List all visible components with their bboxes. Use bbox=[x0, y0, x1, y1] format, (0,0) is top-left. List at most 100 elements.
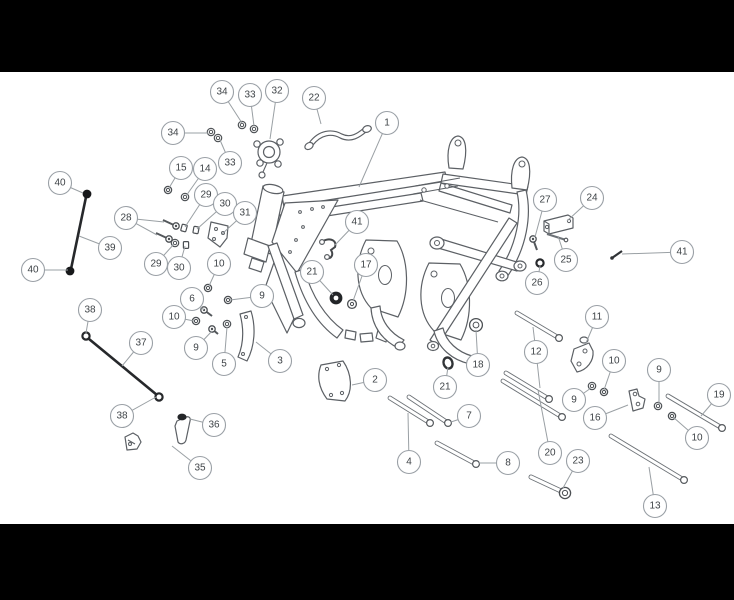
part-32-mount bbox=[253, 138, 284, 179]
callout-3: 3 bbox=[267, 348, 293, 374]
callout-number: 27 bbox=[539, 195, 551, 206]
callout-22: 22 bbox=[301, 85, 327, 111]
washer-5 bbox=[222, 319, 232, 329]
callout-9: 9 bbox=[561, 387, 587, 413]
callout-23: 23 bbox=[565, 448, 591, 474]
callout-15: 15 bbox=[168, 155, 194, 181]
callout-number: 26 bbox=[531, 278, 543, 289]
callout-4: 4 bbox=[396, 449, 422, 475]
callout-number: 3 bbox=[277, 356, 283, 367]
callout-number: 41 bbox=[351, 217, 363, 228]
nut-38-top bbox=[81, 331, 91, 341]
washer-33-upper bbox=[249, 124, 259, 134]
tie-rod-12 bbox=[514, 310, 563, 343]
callout-number: 22 bbox=[308, 93, 320, 104]
callout-28: 28 bbox=[113, 205, 139, 231]
callout-number: 14 bbox=[199, 164, 211, 175]
callout-number: 11 bbox=[592, 312, 603, 323]
callout-29: 29 bbox=[193, 182, 219, 208]
callout-9: 9 bbox=[249, 283, 275, 309]
callout-18: 18 bbox=[465, 352, 491, 378]
callout-number: 40 bbox=[27, 265, 39, 276]
callout-number: 41 bbox=[676, 247, 688, 258]
callout-5: 5 bbox=[211, 351, 237, 377]
callout-33: 33 bbox=[237, 82, 263, 108]
bolt-27 bbox=[529, 235, 538, 251]
nut-10-c bbox=[599, 387, 609, 397]
callout-number: 32 bbox=[271, 86, 283, 97]
callout-number: 38 bbox=[116, 411, 128, 422]
callout-38: 38 bbox=[109, 403, 135, 429]
callout-number: 10 bbox=[608, 356, 620, 367]
callout-number: 39 bbox=[104, 243, 116, 254]
callout-number: 2 bbox=[372, 375, 378, 386]
callout-35: 35 bbox=[187, 455, 213, 481]
washer-21-right bbox=[442, 356, 454, 370]
washer-9-c bbox=[587, 381, 597, 391]
callout-34: 34 bbox=[209, 79, 235, 105]
bolt-28-a bbox=[162, 219, 180, 230]
callout-number: 10 bbox=[213, 259, 225, 270]
bracket-31 bbox=[207, 221, 229, 248]
callout-number: 31 bbox=[239, 208, 251, 219]
screw-41-right bbox=[610, 250, 623, 260]
nut-26 bbox=[535, 258, 545, 268]
spacer-18 bbox=[468, 317, 484, 333]
callout-number: 1 bbox=[384, 118, 390, 129]
callout-36: 36 bbox=[201, 412, 227, 438]
callout-13: 13 bbox=[642, 493, 668, 519]
callout-number: 6 bbox=[189, 294, 195, 305]
washer-34-left-a bbox=[206, 127, 216, 137]
bracket-16 bbox=[628, 388, 646, 412]
nut-10-a bbox=[203, 283, 213, 293]
callout-number: 29 bbox=[200, 190, 212, 201]
hardware-layer bbox=[65, 120, 726, 500]
ball-end-40-top bbox=[82, 189, 92, 199]
callout-10: 10 bbox=[161, 304, 187, 330]
callout-41: 41 bbox=[344, 209, 370, 235]
callout-33: 33 bbox=[217, 150, 243, 176]
callout-number: 17 bbox=[360, 260, 372, 271]
callout-number: 23 bbox=[572, 456, 584, 467]
callout-number: 21 bbox=[439, 382, 451, 393]
callout-number: 4 bbox=[406, 457, 412, 468]
callout-10: 10 bbox=[684, 425, 710, 451]
callout-21: 21 bbox=[299, 259, 325, 285]
callout-number: 15 bbox=[175, 163, 187, 174]
washer-34-upper bbox=[237, 120, 247, 130]
callout-40: 40 bbox=[20, 257, 46, 283]
callout-24: 24 bbox=[579, 185, 605, 211]
callout-number: 25 bbox=[560, 255, 572, 266]
callout-21: 21 bbox=[432, 374, 458, 400]
part-36-cylinder bbox=[174, 413, 191, 445]
callout-30: 30 bbox=[212, 191, 238, 217]
callout-number: 30 bbox=[173, 263, 185, 274]
callout-number: 10 bbox=[168, 312, 180, 323]
callout-25: 25 bbox=[553, 247, 579, 273]
callout-1: 1 bbox=[374, 110, 400, 136]
callout-37: 37 bbox=[128, 330, 154, 356]
callout-32: 32 bbox=[264, 78, 290, 104]
callout-38: 38 bbox=[77, 297, 103, 323]
callout-30: 30 bbox=[166, 255, 192, 281]
callout-10: 10 bbox=[601, 348, 627, 374]
callout-number: 37 bbox=[135, 338, 147, 349]
tie-rod-20-b bbox=[500, 378, 566, 422]
callout-10: 10 bbox=[206, 251, 232, 277]
callout-number: 9 bbox=[259, 291, 265, 302]
callout-9: 9 bbox=[183, 335, 209, 361]
callout-number: 34 bbox=[216, 87, 228, 98]
callout-number: 34 bbox=[167, 128, 179, 139]
pin-25 bbox=[546, 233, 569, 243]
callout-14: 14 bbox=[192, 156, 218, 182]
callout-26: 26 bbox=[524, 270, 550, 296]
part-41-lever bbox=[319, 238, 337, 261]
nut-17 bbox=[346, 298, 358, 310]
callout-number: 16 bbox=[589, 413, 601, 424]
callout-6: 6 bbox=[179, 286, 205, 312]
callout-29: 29 bbox=[143, 251, 169, 277]
callout-40: 40 bbox=[47, 170, 73, 196]
